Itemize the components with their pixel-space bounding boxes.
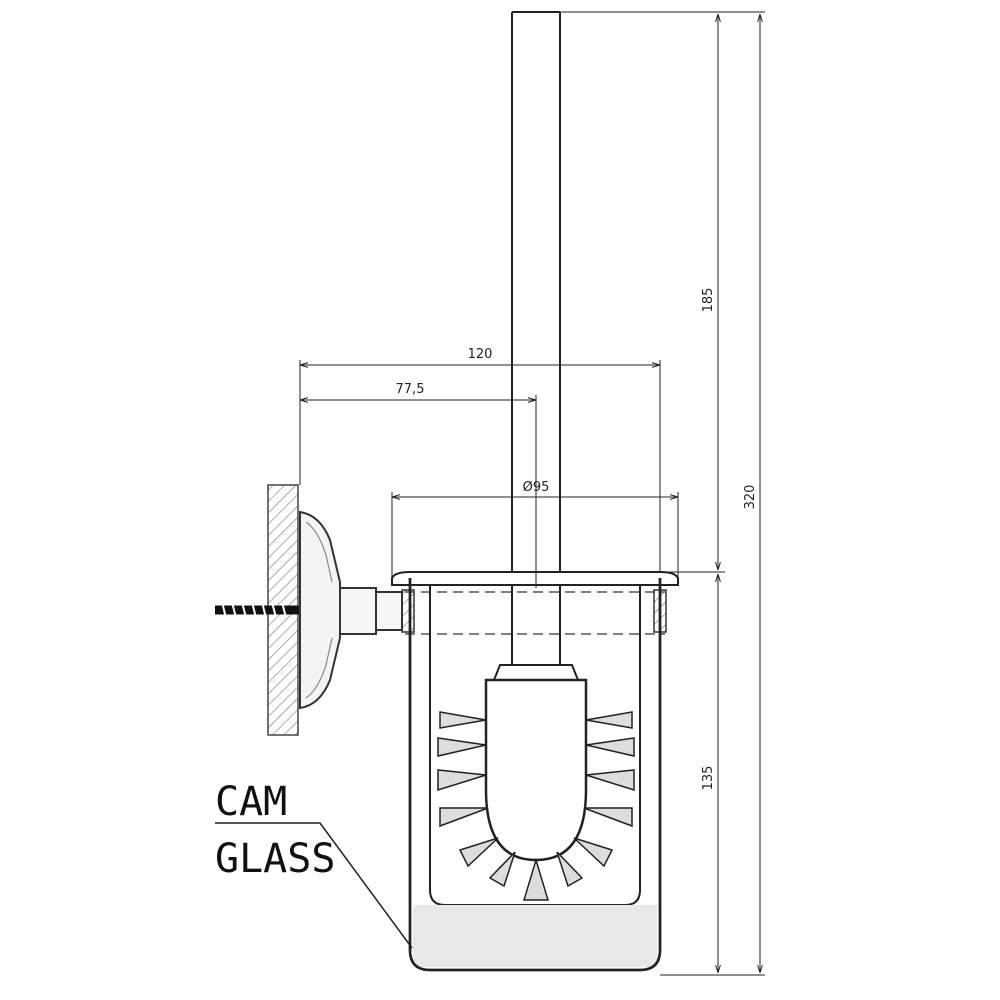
glass-cup xyxy=(408,578,662,972)
dimension-brush-axis: 77,5 xyxy=(300,382,537,588)
dim-d95-label: Ø95 xyxy=(523,480,550,495)
wall-flange xyxy=(299,510,341,710)
brush-handle xyxy=(511,11,561,665)
material-label-glass: GLASS xyxy=(215,836,335,882)
dim-185-label: 185 xyxy=(701,288,716,313)
dimension-cup-diameter: Ø95 xyxy=(391,480,679,578)
material-label-cam: CAM xyxy=(215,779,287,825)
material-callout: CAM GLASS xyxy=(215,779,413,949)
dim-320-label: 320 xyxy=(743,485,758,510)
holder-arm xyxy=(339,587,415,635)
dim-77-5-label: 77,5 xyxy=(396,382,425,397)
holder-ring xyxy=(391,571,679,635)
dim-120-label: 120 xyxy=(468,347,493,362)
dimension-total-width: 120 xyxy=(299,347,661,572)
brush-head xyxy=(437,664,635,901)
wall-screw xyxy=(215,601,300,619)
dimension-heights: 185 135 320 xyxy=(560,11,765,976)
dim-135-label: 135 xyxy=(701,766,716,791)
material-leader-line xyxy=(215,822,413,949)
